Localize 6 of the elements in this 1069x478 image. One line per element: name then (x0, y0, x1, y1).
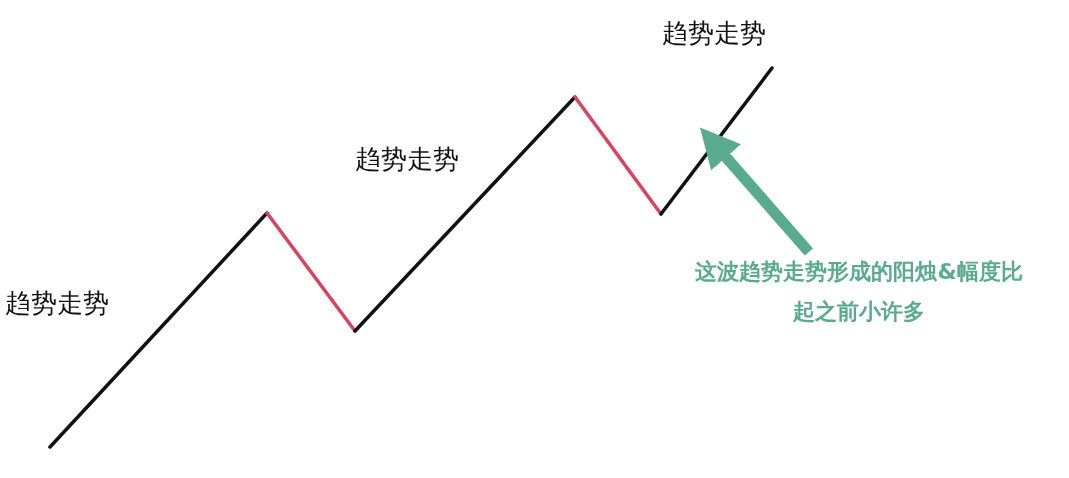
trend-label: 趋势走势 (355, 144, 459, 176)
annotation-text: 这波趋势走势形成的阳烛&幅度比起之前小许多 (692, 252, 1026, 332)
pointer-arrow (699, 127, 814, 256)
trend-label: 趋势走势 (662, 18, 766, 50)
trend-line-segment (659, 66, 774, 216)
trend-label: 趋势走势 (5, 288, 109, 320)
